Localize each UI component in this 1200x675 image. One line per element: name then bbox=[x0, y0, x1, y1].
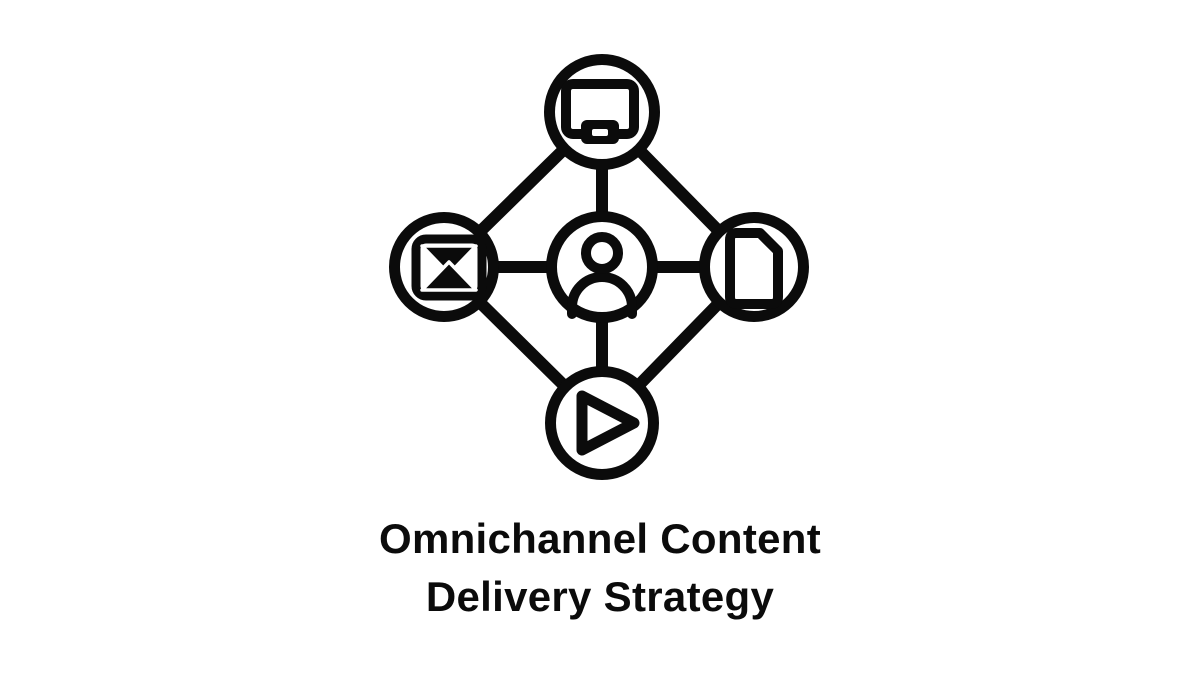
node-bottom-video bbox=[545, 366, 659, 480]
video-play-icon bbox=[576, 390, 640, 456]
node-right-document bbox=[699, 212, 809, 322]
user-icon bbox=[567, 232, 637, 319]
monitor-icon bbox=[561, 79, 639, 144]
node-top-devices bbox=[544, 54, 660, 170]
node-left-email bbox=[389, 212, 499, 322]
email-icon bbox=[411, 234, 487, 301]
document-icon bbox=[725, 228, 783, 309]
title-line-2: Delivery Strategy bbox=[425, 573, 775, 620]
omnichannel-diagram bbox=[389, 54, 809, 480]
page-title: Omnichannel Content Delivery Strategy bbox=[379, 510, 821, 626]
title-line-1: Omnichannel Content bbox=[378, 515, 822, 562]
node-center-user bbox=[546, 211, 658, 323]
